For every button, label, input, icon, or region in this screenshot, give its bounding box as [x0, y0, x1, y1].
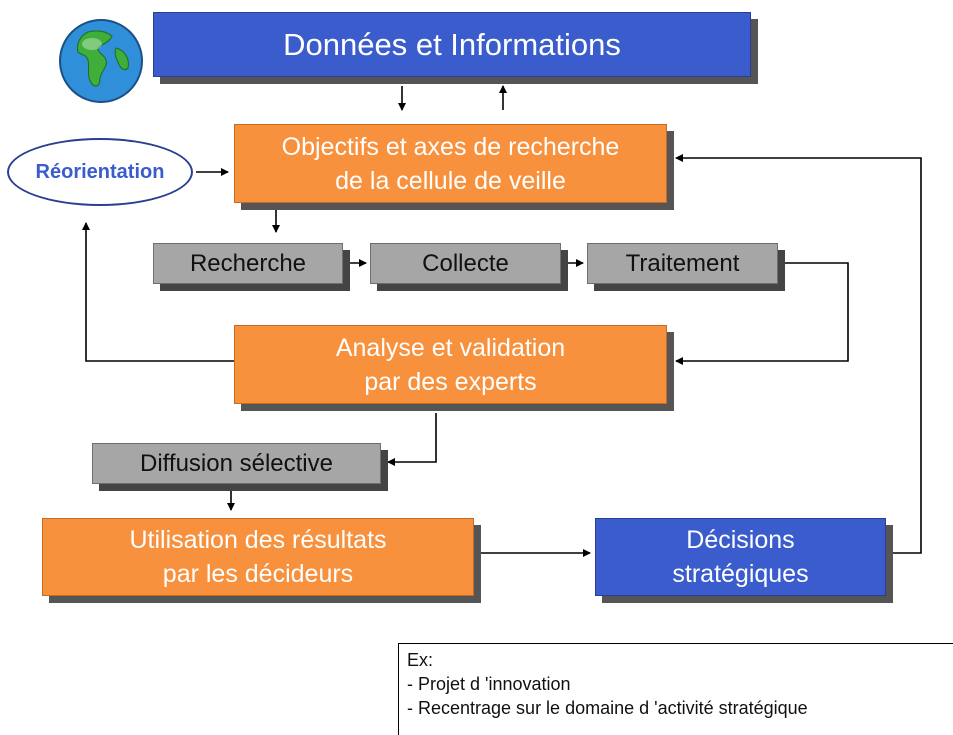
diffusion-label: Diffusion sélective — [140, 449, 333, 477]
globe-icon — [59, 19, 143, 103]
arrow-traitement-to-analysis — [675, 262, 849, 365]
step-collecte: Collecte — [370, 243, 561, 284]
usage-line1: Utilisation des résultats — [129, 526, 387, 554]
objectives-line1: Objectifs et axes de recherche — [281, 132, 620, 161]
objectives-box: Objectifs et axes de recherche de la cel… — [234, 124, 667, 203]
example-box: Ex: - Projet d 'innovation - Recentrage … — [398, 643, 953, 735]
reorientation-label: Réorientation — [35, 160, 165, 183]
usage-box: Utilisation des résultats par les décide… — [42, 518, 474, 596]
example-item-2: - Recentrage sur le domaine d 'activité … — [407, 698, 808, 718]
decisions-line2: stratégiques — [672, 560, 809, 588]
reorientation-ellipse: Réorientation — [7, 138, 193, 206]
arrow-analysis-to-diffusion — [387, 413, 437, 466]
analysis-line2: par des experts — [364, 367, 537, 396]
step-recherche: Recherche — [153, 243, 343, 284]
objectives-line2: de la cellule de veille — [335, 166, 566, 195]
example-item-1: - Projet d 'innovation — [407, 674, 571, 694]
step-traitement-label: Traitement — [625, 249, 740, 277]
step-collecte-label: Collecte — [422, 249, 509, 277]
decisions-line1: Décisions — [686, 526, 795, 554]
usage-line2: par les décideurs — [162, 560, 354, 588]
decisions-box: Décisions stratégiques — [595, 518, 886, 596]
example-title: Ex: — [407, 650, 434, 670]
step-recherche-label: Recherche — [189, 249, 307, 277]
arrow-decisions-to-objectives — [675, 154, 922, 554]
header-title: Données et Informations — [283, 26, 621, 62]
analysis-line1: Analyse et validation — [335, 333, 566, 362]
arrow-analysis-to-reorientation — [82, 222, 234, 362]
step-traitement: Traitement — [587, 243, 778, 284]
header-data-box: Données et Informations — [153, 12, 751, 77]
analysis-box: Analyse et validation par des experts — [234, 325, 667, 404]
diffusion-box: Diffusion sélective — [92, 443, 381, 484]
